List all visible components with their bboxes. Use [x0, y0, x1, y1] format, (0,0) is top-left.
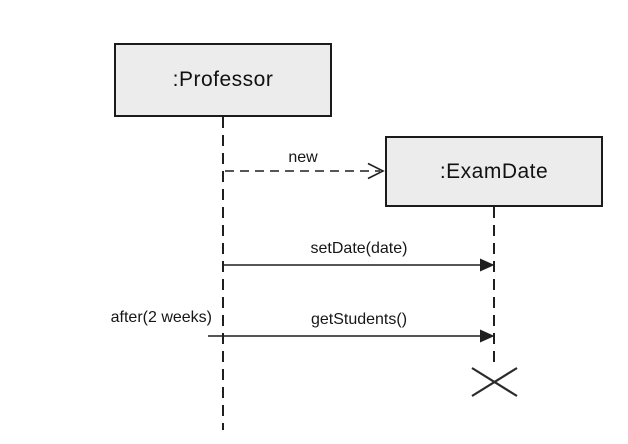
- object-label-professor: :Professor: [172, 68, 274, 91]
- object-box-examdate: :ExamDate: [385, 136, 603, 207]
- open-arrowhead-icon: [367, 162, 385, 180]
- message-label-getstudents: getStudents(): [310, 311, 408, 328]
- message-label-setdate: setDate(date): [310, 240, 408, 257]
- timing-constraint-label: after(2 weeks): [110, 309, 212, 326]
- destruction-x-icon: [471, 367, 518, 397]
- object-box-professor: :Professor: [114, 43, 332, 117]
- filled-arrowhead-icon: [480, 258, 495, 272]
- message-label-new: new: [288, 149, 318, 166]
- object-label-examdate: :ExamDate: [439, 159, 549, 183]
- filled-arrowhead-icon: [480, 329, 495, 343]
- x-stroke: [471, 367, 518, 397]
